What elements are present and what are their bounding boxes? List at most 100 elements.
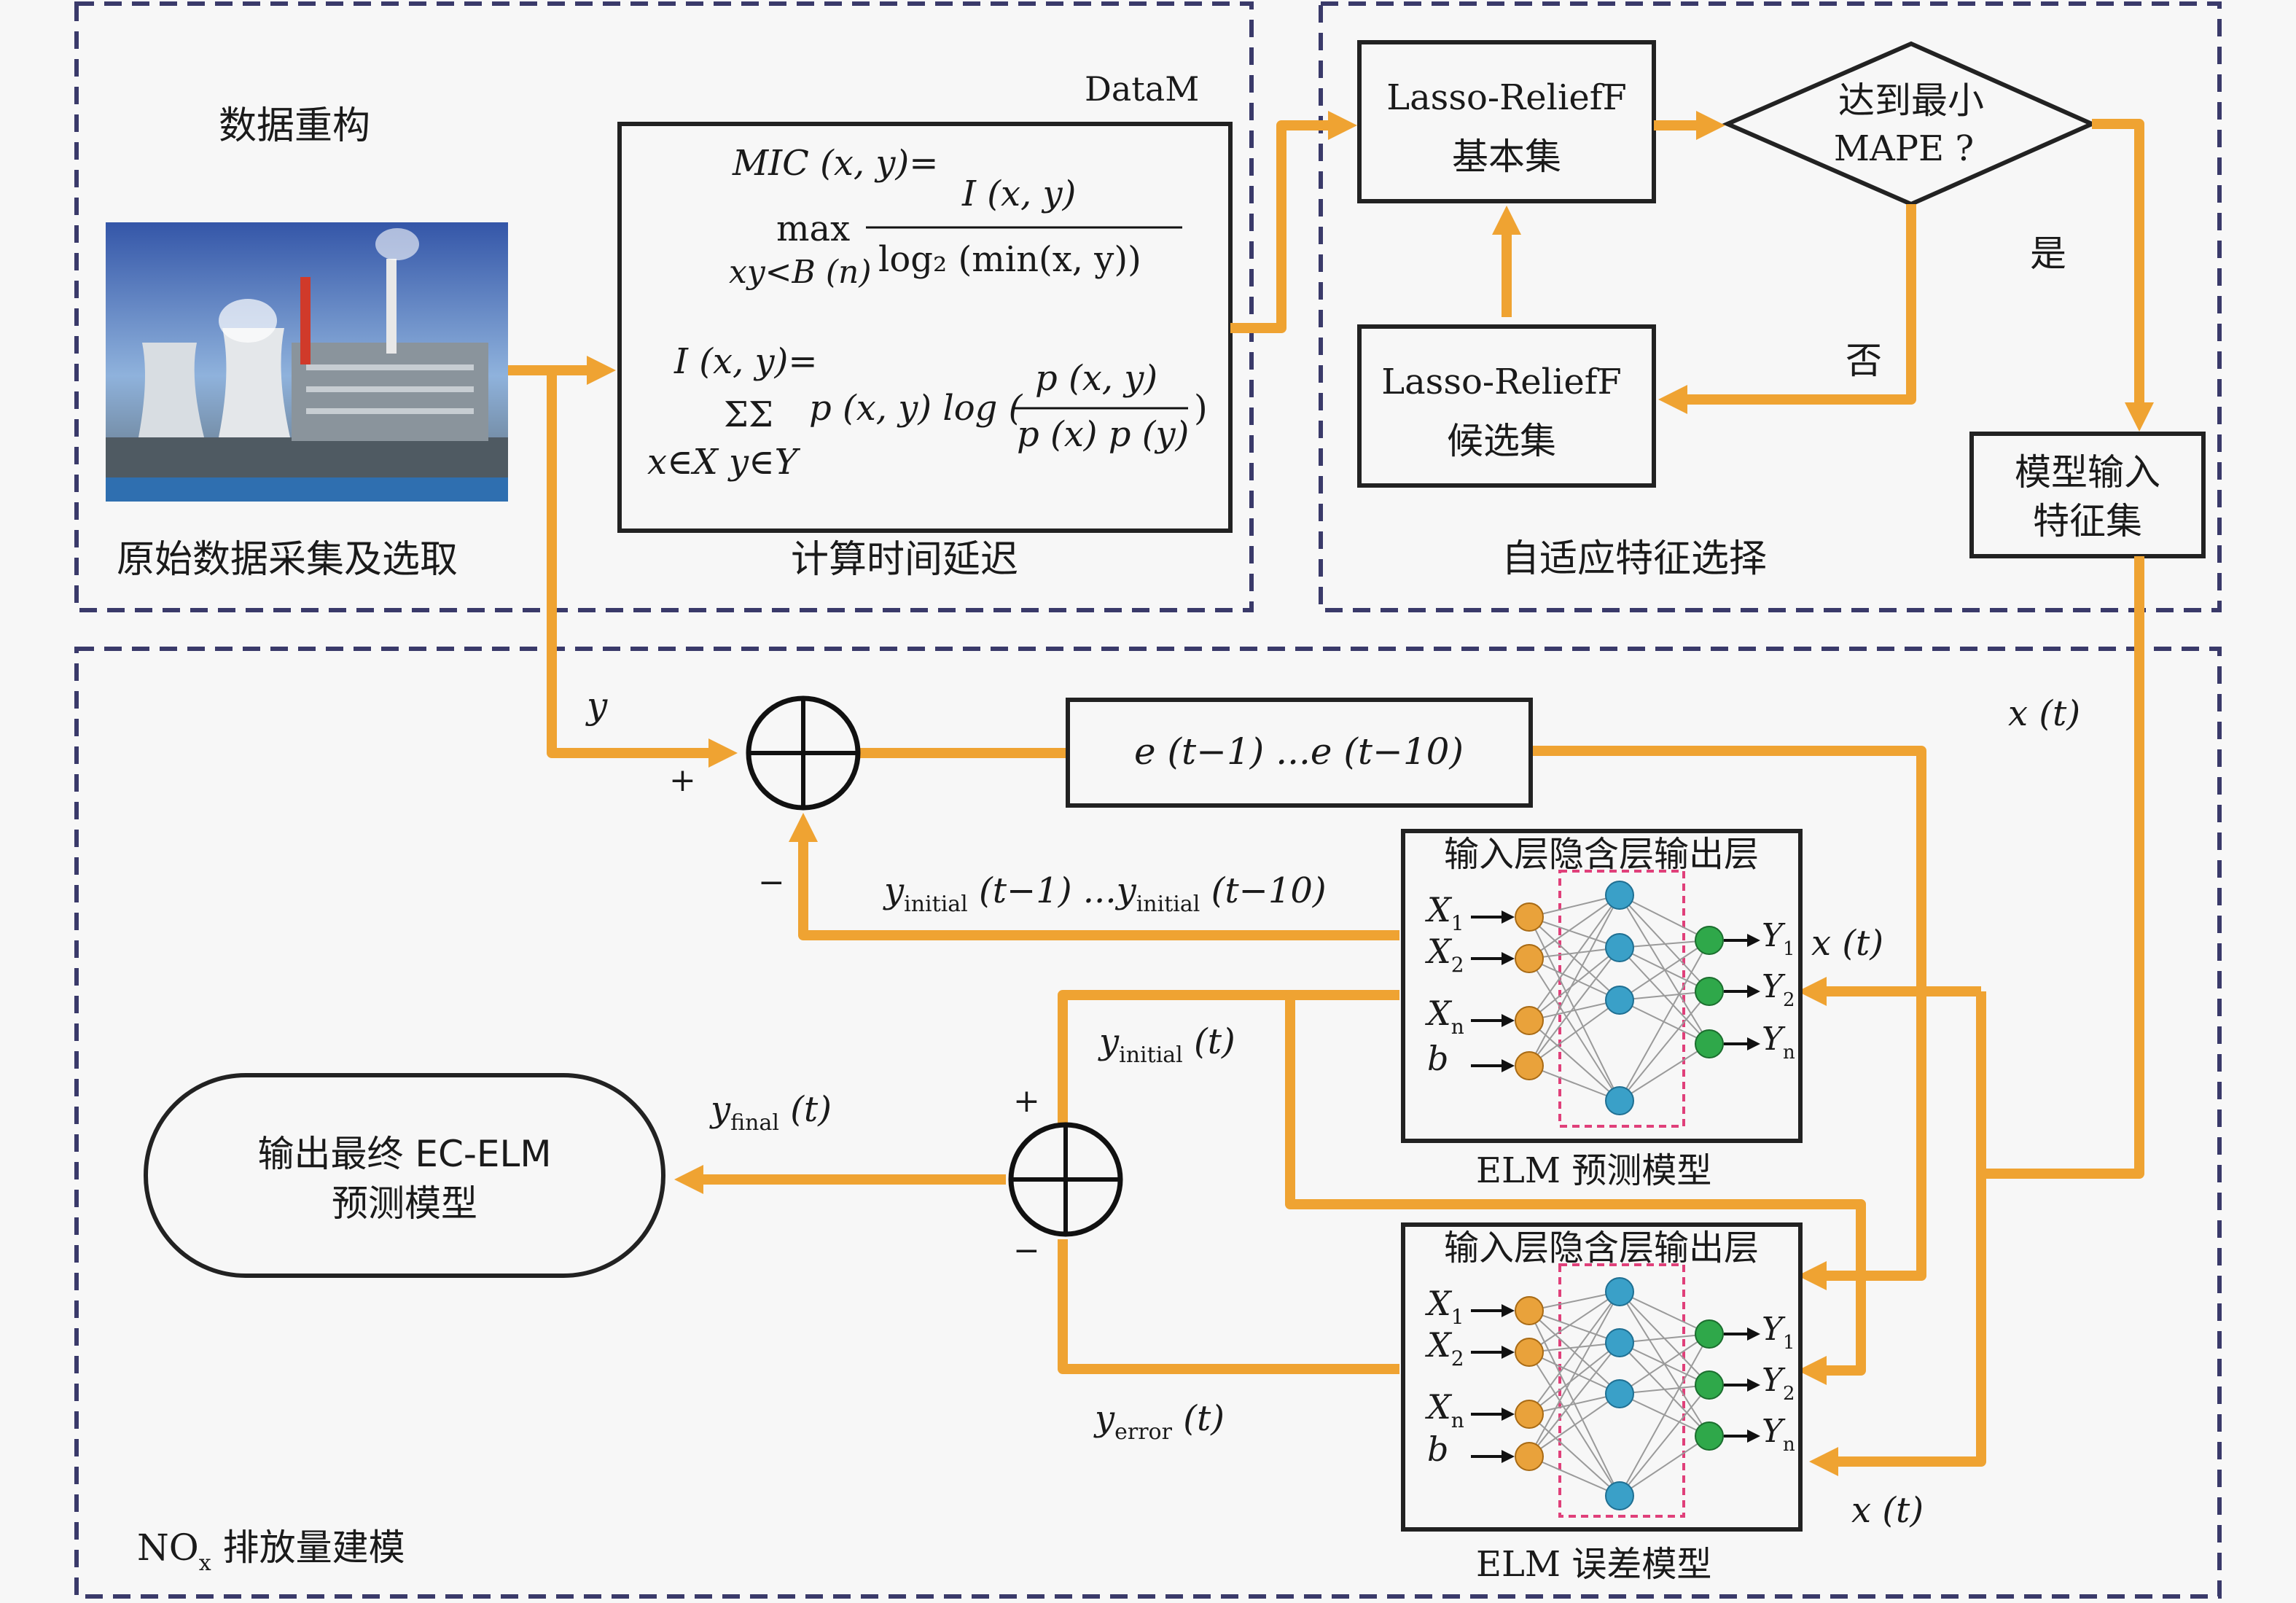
elm-error-connection: [1528, 1291, 1620, 1311]
elm-error-input-node: [1515, 1296, 1544, 1325]
nox-modeling-region: [74, 647, 2222, 1599]
mic-numerator: I (x, y): [961, 173, 1076, 214]
elm-predict-input-arrowhead: [1502, 1059, 1515, 1072]
elm-error-input-arrowhead: [1502, 1450, 1515, 1463]
pipe-xt-main: [1981, 556, 2144, 1179]
elm-predict-input-label: X1: [1425, 890, 1464, 935]
mutual-information-formula: I (x, y)= ΣΣ p (x, y) log ( p (x, y) p (…: [647, 341, 1208, 483]
elm-error-hidden-node: [1605, 1481, 1634, 1510]
elm-error-hidden-node: [1605, 1379, 1634, 1408]
elm-predict-connection: [1619, 991, 1710, 1101]
elm-error-output-arrowhead: [1747, 1378, 1760, 1392]
elm-predict-input-label: b: [1427, 1039, 1448, 1078]
elm-error-hidden-node: [1605, 1277, 1634, 1306]
elm-predict-connection: [1619, 991, 1710, 1001]
elm-predict-connection: [1619, 894, 1710, 941]
error-lag-box: [1066, 698, 1533, 808]
elm-predict-connection: [1528, 999, 1620, 1066]
elm-predict-connection: [1528, 999, 1620, 1021]
elm-error-connection: [1619, 1384, 1710, 1497]
elm-error-connection: [1619, 1333, 1710, 1343]
yes-label: 是: [2030, 233, 2066, 275]
elm-error-connection: [1528, 1342, 1620, 1353]
mape-decision-diamond: [1722, 41, 2098, 207]
mic-formula: MIC (x, y)= I (x, y) max xy<B (n) log₂ (…: [729, 143, 1182, 291]
sum-junction-1: [746, 695, 861, 811]
elm-error-input-node: [1515, 1442, 1544, 1471]
data-reconstruction-label: 数据重构: [219, 104, 370, 148]
elm-error-output-label: Yn: [1762, 1413, 1795, 1456]
elm-predict-connection: [1528, 894, 1620, 918]
pipe-no: [1675, 204, 1916, 405]
elm-error-connection: [1528, 1291, 1620, 1415]
model-input-box: [1969, 432, 2206, 558]
elm-predict-hidden-node: [1605, 1086, 1634, 1115]
elm-error-input-label: b: [1427, 1430, 1448, 1469]
elm-predict-connection: [1528, 958, 1620, 1101]
elm-error-input-label: X2: [1425, 1325, 1464, 1370]
candidate-set-box: [1357, 324, 1656, 488]
elm-predict-input-arrowhead: [1502, 1014, 1515, 1027]
mi-sum: ΣΣ: [724, 394, 773, 435]
pipe-xt-right: [1826, 991, 1986, 1467]
elm-predict-connection: [1528, 1065, 1620, 1101]
elm-predict-output-label: Y2: [1762, 968, 1795, 1011]
elm-predict-connection: [1619, 940, 1710, 948]
pipe-yinitial-lag-to-sum1: [798, 830, 1399, 940]
elm-predict-hidden-frame: [1558, 870, 1685, 1128]
y-error-t-label: yerror (t): [1093, 1398, 1225, 1445]
final-output-terminal: [144, 1073, 665, 1278]
elm-error-connection: [1619, 1291, 1710, 1335]
elm-error-connection: [1528, 1393, 1620, 1415]
plus-sign-1: +: [669, 762, 696, 799]
elm-predict-hidden-node: [1605, 986, 1634, 1015]
final-output-line2: 预测模型: [332, 1182, 477, 1225]
elm-error-input-arrowhead: [1502, 1304, 1515, 1317]
decision-line1: 达到最小: [1838, 79, 1984, 122]
datam-label: DataM: [1085, 69, 1199, 109]
elm-predict-output-label: Yn: [1762, 1021, 1795, 1064]
elm-predict-connection: [1619, 1043, 1710, 1101]
flow-pipes: [508, 119, 2144, 1467]
elm-error-output-node: [1695, 1370, 1724, 1400]
elm-predict-connection: [1528, 894, 1620, 1021]
elm-error-input-label: X1: [1425, 1284, 1464, 1329]
elm-predict-hidden-node: [1605, 881, 1634, 910]
pipe-loop-to-elm2: [1285, 990, 1866, 1376]
elm-predict-connection: [1528, 894, 1620, 959]
elm-predict-input-label: X2: [1425, 932, 1464, 977]
elm-predict-connection: [1528, 894, 1620, 1066]
y-final-t-label: yfinal (t): [709, 1089, 832, 1136]
elm-predict-connection: [1528, 947, 1620, 959]
feature-selection-region: [1319, 1, 2222, 612]
elm-error-output-label: Y1: [1762, 1311, 1795, 1354]
model-input-line1: 模型输入: [2015, 451, 2160, 494]
elm-error-connection: [1528, 1310, 1620, 1343]
elm-error-connection: [1528, 1291, 1620, 1457]
mic-max: max: [776, 208, 850, 249]
elm-predict-connection: [1528, 916, 1620, 948]
elm-predict-output-arrowhead: [1747, 934, 1760, 947]
sum-junction-2: [1008, 1122, 1123, 1237]
elm-error-connection: [1528, 1393, 1620, 1457]
pipe-delay-to-basic: [1230, 120, 1341, 333]
elm-error-hidden-node: [1605, 1328, 1634, 1357]
xt-label-2: x (t): [1811, 923, 1883, 964]
pipe-yes: [2092, 119, 2144, 416]
plus-sign-2: +: [1013, 1083, 1040, 1120]
feature-selection-label: 自适应特征选择: [1502, 537, 1767, 581]
final-output-line1: 输出最终 EC-ELM: [257, 1133, 551, 1175]
mi-numerator: p (x, y): [1035, 358, 1157, 399]
elm-predict-connection: [1528, 1020, 1620, 1101]
flow-arrowheads: [587, 111, 2154, 1476]
xt-label-1: x (t): [2008, 693, 2080, 734]
mic-denominator: log₂ (min(x, y)): [878, 239, 1141, 280]
mic-lhs: MIC (x, y)=: [732, 143, 938, 184]
elm-predict-output-node: [1695, 926, 1724, 955]
elm-predict-input-label: Xn: [1425, 994, 1464, 1039]
mi-lhs: I (x, y)=: [673, 341, 818, 382]
